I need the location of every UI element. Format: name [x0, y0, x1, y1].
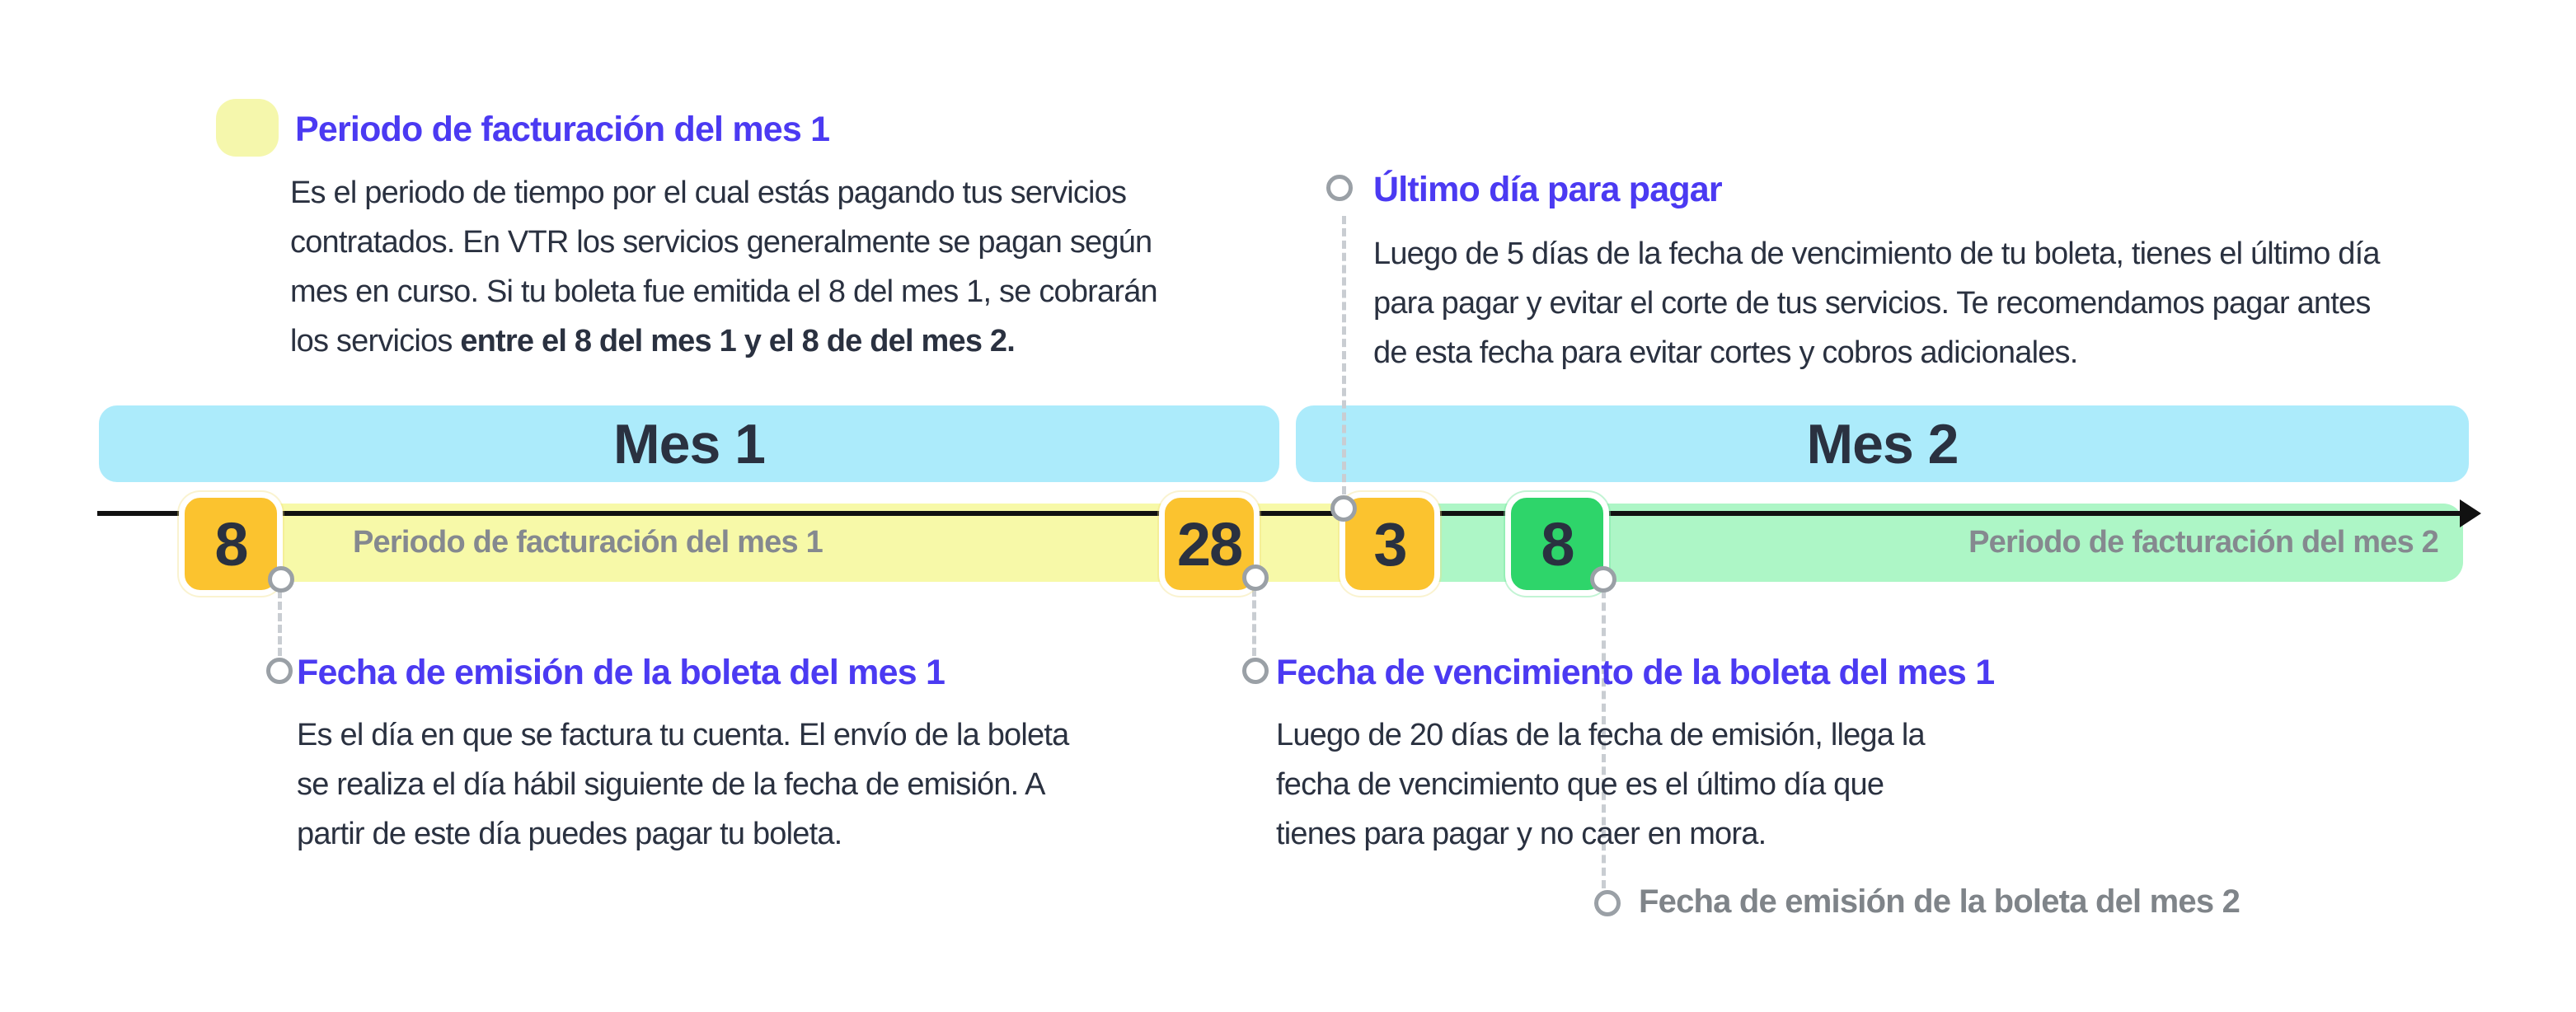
due-1-box-dot [1242, 565, 1269, 591]
last-pay-box-dot [1330, 495, 1357, 522]
last-day-to-pay-description: Luego de 5 días de la fecha de vencimien… [1373, 229, 2527, 377]
emission-1-note-description: Es el día en que se factura tu cuenta. E… [297, 710, 1286, 859]
billing-period-line-1: Es el periodo de tiempo por el cual está… [290, 176, 1127, 210]
billing-period-line-4: los servicios entre el 8 del mes 1 y el … [290, 316, 1329, 366]
due-1-line-1: Luego de 20 días de la fecha de emisión,… [1276, 718, 1926, 752]
last-day-to-pay-title: Último día para pagar [1373, 170, 1723, 209]
month-1-bar: Mes 1 [99, 405, 1279, 482]
emission-2-box-dot [1590, 566, 1616, 593]
day-28-due-date-value: 28 [1176, 509, 1243, 579]
due-1-line-3: tienes para pagar y no caer en mora. [1276, 817, 1767, 851]
emission-2-note-label: Fecha de emisión de la boleta del mes 2 [1639, 883, 2241, 920]
month-2-bar: Mes 2 [1296, 405, 2469, 482]
month-1-label: Mes 1 [613, 412, 766, 476]
billing-period-line-3: mes en curso. Si tu boleta fue emitida e… [290, 274, 1158, 309]
emission-1-note-title: Fecha de emisión de la boleta del mes 1 [297, 653, 945, 692]
day-8-emission-month-2-value: 8 [1541, 509, 1574, 579]
day-3-last-pay-value: 3 [1373, 509, 1407, 579]
yellow-period-swatch-icon [216, 99, 279, 157]
emission-2-note-dot [1594, 890, 1621, 916]
emission-1-line-3: partir de este día puedes pagar tu bolet… [297, 817, 842, 851]
billing-period-line-4-bold: entre el 8 del mes 1 y el 8 de del mes 2… [460, 324, 1015, 358]
last-day-line-3: de esta fecha para evitar cortes y cobro… [1373, 335, 2078, 370]
due-1-note-title: Fecha de vencimiento de la boleta del me… [1276, 653, 1995, 692]
due-1-line-2: fecha de vencimiento que es el último dí… [1276, 767, 1884, 802]
emission-1-note-dot [266, 658, 293, 684]
emission-1-line-2: se realiza el día hábil siguiente de la … [297, 767, 1045, 802]
last-day-line-1: Luego de 5 días de la fecha de vencimien… [1373, 237, 2381, 271]
dashed-connector-last-day [1342, 216, 1346, 494]
due-1-note-dot [1242, 658, 1269, 684]
timeline-axis [97, 511, 2461, 516]
emission-1-line-1: Es el día en que se factura tu cuenta. E… [297, 718, 1069, 752]
billing-period-line-2: contratados. En VTR los servicios genera… [290, 225, 1152, 260]
emission-1-box-dot [268, 566, 294, 593]
billing-period-description: Es el periodo de tiempo por el cual está… [290, 168, 1329, 366]
day-8-emission-month-1-box: 8 [179, 492, 283, 596]
day-28-due-date-box: 28 [1159, 492, 1260, 596]
billing-period-line-4-normal: los servicios [290, 324, 461, 358]
billing-period-2-bar-label: Periodo de facturación del mes 2 [1968, 525, 2439, 560]
due-1-note-description: Luego de 20 días de la fecha de emisión,… [1276, 710, 2183, 859]
last-day-to-pay-marker-dot [1326, 175, 1353, 201]
day-8-emission-month-1-value: 8 [214, 509, 248, 579]
dashed-connector-due-1 [1252, 588, 1256, 656]
timeline-arrowhead-icon [2460, 499, 2481, 527]
billing-period-1-bar-label: Periodo de facturación del mes 1 [353, 525, 823, 560]
billing-period-title: Periodo de facturación del mes 1 [295, 110, 830, 149]
month-2-label: Mes 2 [1806, 412, 1959, 476]
last-day-line-2: para pagar y evitar el corte de tus serv… [1373, 286, 2371, 321]
dashed-connector-emission-2 [1602, 590, 1606, 888]
dashed-connector-emission-1 [278, 590, 282, 656]
